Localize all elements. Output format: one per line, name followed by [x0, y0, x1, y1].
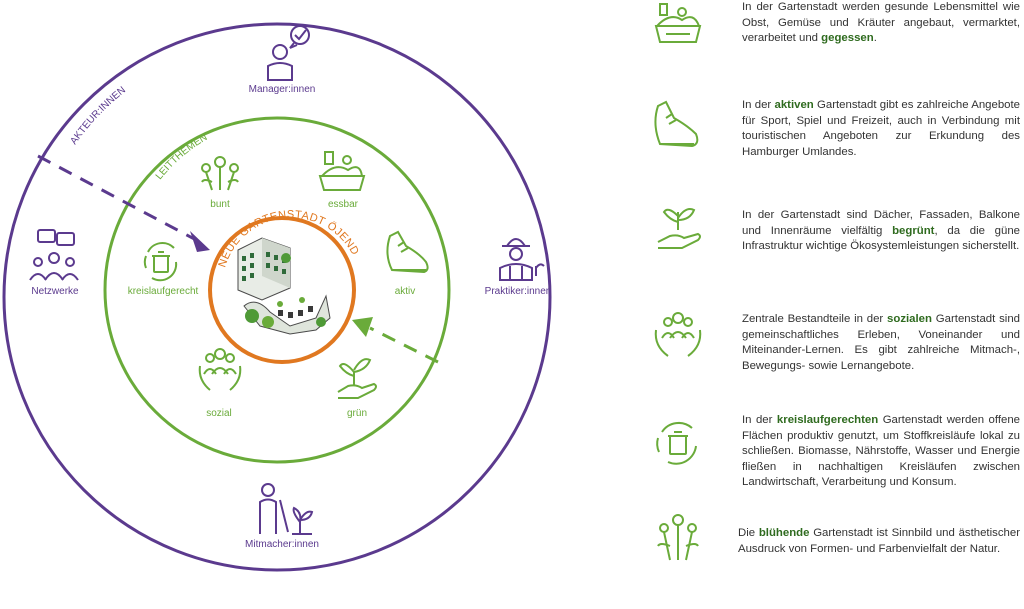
people-hands-icon	[654, 312, 702, 357]
description-text: In der Gartenstadt werden gesunde Lebens…	[742, 1, 1020, 45]
hand-plant-theme-icon	[337, 358, 377, 399]
inner-ring	[103, 116, 451, 464]
description-text: .	[873, 32, 877, 45]
description-keyword: gegessen	[821, 32, 874, 45]
description-keyword: sozialen	[887, 313, 932, 325]
description-text: Die	[738, 527, 759, 539]
description-text: In der Gartenstadt sind Dächer, Fassaden…	[742, 209, 1020, 237]
description-aktiv: In der aktiven Gartenstadt gibt es zahlr…	[742, 98, 1020, 160]
farmer-icon	[499, 238, 545, 281]
description-sozial: Zentrale Bestandteile in der sozialen Ga…	[742, 312, 1020, 374]
diagram-graphics: AKTEUR:INNEN LEITTHEMEN NEUE GARTENSTADT…	[0, 0, 552, 572]
outer-ring-label: AKTEUR:INNEN	[68, 85, 127, 147]
theme-label-bunt: bunt	[210, 199, 230, 210]
social-theme-icon	[198, 348, 242, 391]
running-shoe-icon	[654, 100, 699, 148]
flowers-icon	[657, 514, 699, 561]
diagram: AKTEUR:INNEN LEITTHEMEN NEUE GARTENSTADT…	[0, 0, 552, 572]
outer-ring	[2, 22, 552, 572]
description-text: Gartenstadt gibt es zahlreiche Angebote …	[742, 99, 1020, 158]
actor-label-mitmacher: Mitmacher:innen	[245, 539, 319, 550]
description-keyword: begrünt	[892, 224, 935, 237]
shoe-theme-icon	[386, 230, 429, 274]
gardener-icon	[259, 483, 314, 535]
vegetables-theme-icon	[318, 151, 366, 191]
description-gruen: In der Gartenstadt sind Dächer, Fassaden…	[742, 208, 1020, 255]
actor-label-praktiker: Praktiker:innen	[484, 286, 552, 297]
manager-icon	[267, 25, 310, 81]
description-text: Gartenstadt sind gemeinschaftliches Erle…	[742, 313, 1021, 372]
theme-label-essbar: essbar	[327, 199, 359, 210]
description-text: In der	[742, 99, 775, 111]
actor-label-manager: Manager:innen	[248, 84, 316, 95]
description-keyword: aktiven	[774, 99, 814, 111]
description-text: Zentrale Bestandteile in der	[742, 313, 888, 325]
description-text: Gartenstadt werden offene Flächen produk…	[742, 414, 1020, 489]
dashed-arrow-green	[369, 326, 439, 364]
description-text: In der	[742, 414, 777, 426]
center-ring	[208, 216, 356, 364]
description-text: Gartenstadt ist Sinnbild und ästhetische…	[738, 527, 1020, 555]
network-icon	[29, 229, 79, 281]
vegetables-basket-icon	[654, 3, 702, 43]
dashed-arrow-purple	[37, 154, 201, 244]
description-essbar: In der Gartenstadt werden gesunde Lebens…	[742, 0, 1020, 47]
recycling-bin-icon	[656, 421, 697, 465]
theme-label-kreislaufgerecht: kreislaufgerecht	[127, 286, 199, 297]
flowers-theme-icon	[201, 156, 239, 191]
description-keyword: blühende	[758, 527, 810, 539]
arrow-head-green	[352, 317, 373, 337]
theme-label-gruen: grün	[346, 408, 368, 419]
actor-label-netzwerke: Netzwerke	[31, 286, 79, 297]
hand-plant-icon	[657, 208, 701, 249]
description-bunt: Die blühende Gartenstadt ist Sinnbild un…	[738, 526, 1020, 557]
description-keyword: kreislaufgerechten	[776, 414, 879, 426]
building-illustration-icon	[237, 237, 331, 335]
theme-label-sozial: sozial	[206, 408, 232, 419]
theme-label-aktiv: aktiv	[394, 286, 416, 297]
recycling-theme-icon	[143, 242, 178, 282]
description-text: , da die güne Infrastruktur wichtige Öko…	[742, 224, 1020, 253]
arrow-head-purple	[190, 231, 210, 252]
description-kreislaufgerecht: In der kreislaufgerechten Gartenstadt we…	[742, 413, 1020, 491]
inner-ring-label: LEITTHEMEN	[154, 132, 210, 182]
